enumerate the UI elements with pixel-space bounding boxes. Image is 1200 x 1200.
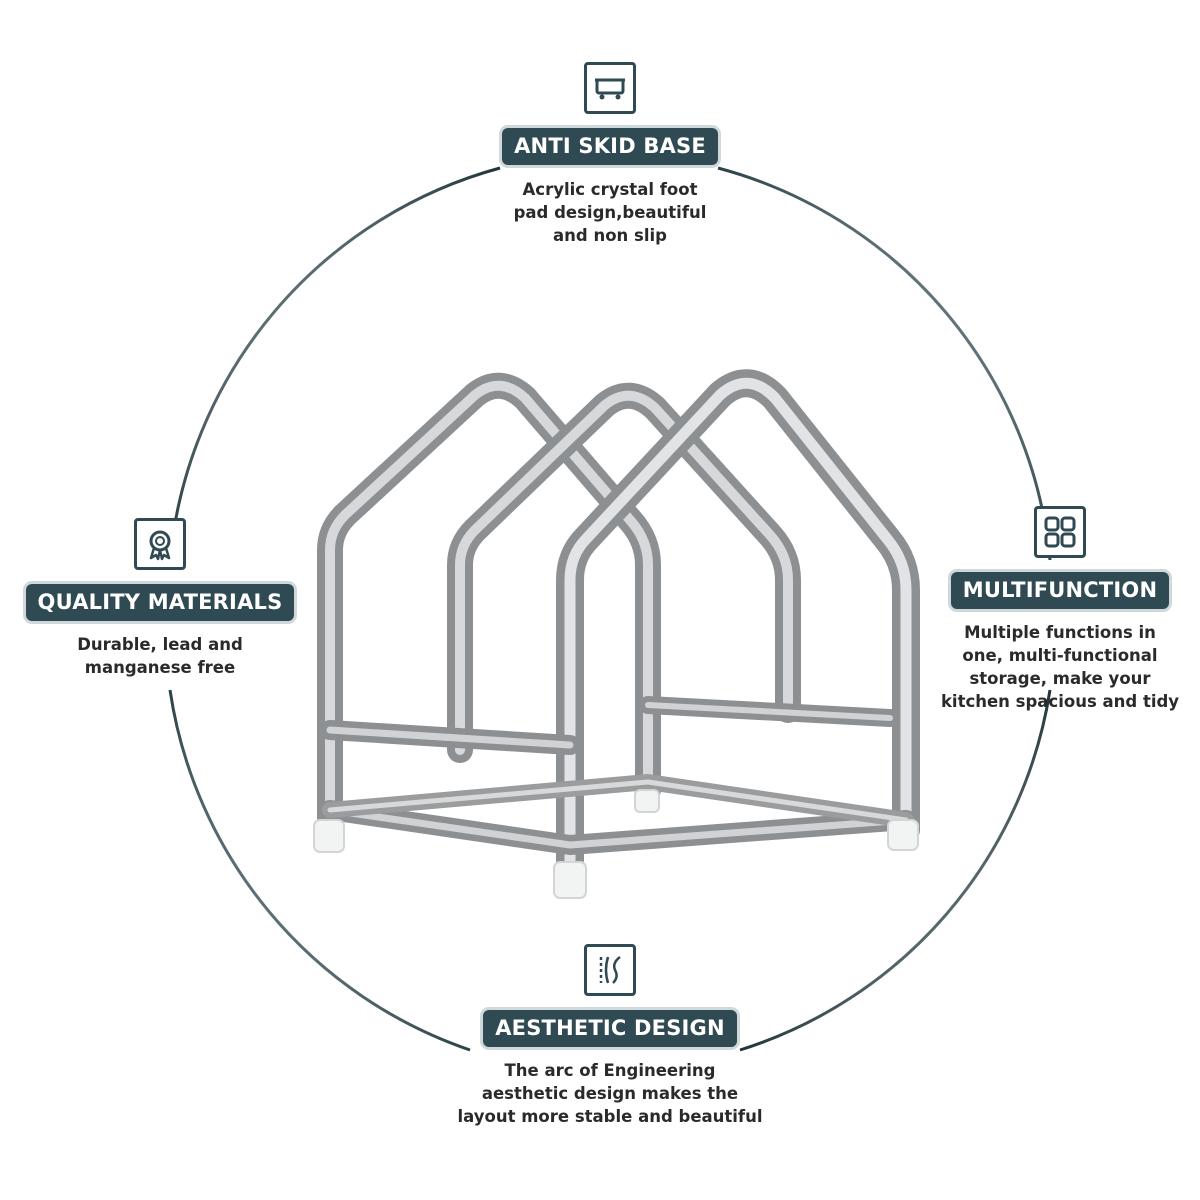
- feature-title: ANTI SKID BASE: [502, 128, 718, 165]
- description-line: Acrylic crystal foot: [522, 180, 698, 199]
- stainless-steel-pot-lid-rack-icon: [313, 369, 920, 899]
- award-medal-icon: [134, 518, 186, 570]
- description-line: storage, make your: [969, 669, 1151, 688]
- feature-title: MULTIFUNCTION: [950, 572, 1170, 609]
- feature-aesthetic-design: AESTHETIC DESIGN The arc of Engineering …: [430, 944, 790, 1128]
- description-line: kitchen spacious and tidy: [940, 692, 1180, 711]
- feature-quality-materials: QUALITY MATERIALS Durable, lead and mang…: [20, 518, 300, 679]
- bathtub-icon: [584, 62, 636, 114]
- feature-description: Multiple functions in one, multi-functio…: [930, 621, 1190, 713]
- grid-squares-icon: [1034, 506, 1086, 558]
- description-line: one, multi-functional: [962, 646, 1158, 665]
- description-line: Multiple functions in: [964, 623, 1156, 642]
- feature-description: Acrylic crystal foot pad design,beautifu…: [440, 178, 780, 247]
- feature-anti-skid-base: ANTI SKID BASE Acrylic crystal foot pad …: [440, 62, 780, 247]
- feature-description: Durable, lead and manganese free: [20, 633, 300, 679]
- description-line: Durable, lead and: [77, 635, 243, 654]
- description-line: and non slip: [553, 226, 667, 245]
- description-line: The arc of Engineering: [504, 1061, 716, 1080]
- description-line: aesthetic design makes the: [481, 1084, 739, 1103]
- feature-description: The arc of Engineering aesthetic design …: [430, 1059, 790, 1128]
- feature-title: AESTHETIC DESIGN: [483, 1010, 737, 1047]
- feature-multifunction: MULTIFUNCTION Multiple functions in one,…: [930, 506, 1190, 713]
- description-line: layout more stable and beautiful: [457, 1107, 763, 1126]
- curves-design-icon: [584, 944, 636, 996]
- description-line: pad design,beautiful: [513, 203, 707, 222]
- description-line: manganese free: [84, 658, 236, 677]
- feature-title: QUALITY MATERIALS: [25, 584, 295, 621]
